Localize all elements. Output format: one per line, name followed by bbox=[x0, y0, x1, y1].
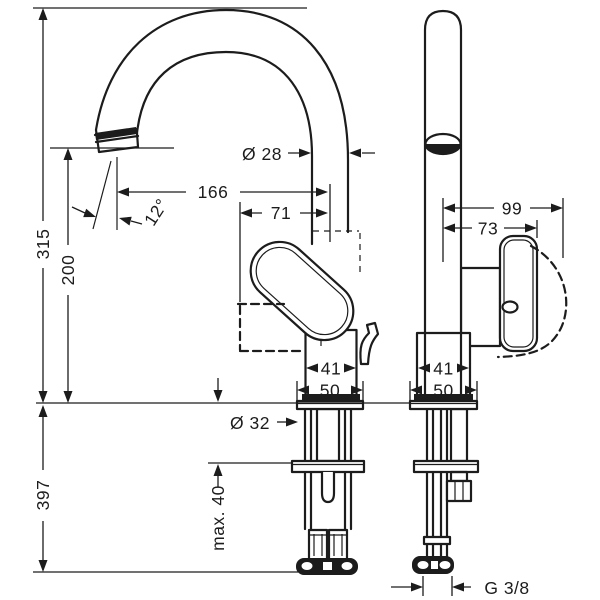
dimension-front-50-label: 50 bbox=[433, 381, 453, 401]
dimension-166: 166 bbox=[117, 182, 331, 242]
supply-pipe-lines bbox=[425, 407, 449, 558]
spout-opening-shadow bbox=[425, 144, 461, 154]
dimension-side-50: 50 bbox=[296, 381, 364, 401]
handle-front-inner-line bbox=[503, 239, 534, 348]
handle-motion-range-dashed bbox=[236, 302, 302, 353]
hose-band bbox=[422, 535, 452, 546]
deck-surface-arrow bbox=[213, 378, 223, 402]
spout-body-fill bbox=[96, 10, 348, 240]
dimension-side-41-label: 41 bbox=[321, 359, 341, 379]
front-view bbox=[408, 9, 568, 574]
mounting-screw bbox=[320, 470, 336, 504]
dimension-71-label: 71 bbox=[271, 203, 291, 223]
dimension-side-50-label: 50 bbox=[320, 381, 340, 401]
pop-up-rod-lever bbox=[359, 321, 380, 366]
dimension-dia28: Ø 28 bbox=[242, 144, 375, 164]
spout-inner-edge bbox=[135, 50, 314, 246]
threaded-rod-lower bbox=[449, 470, 469, 483]
dimension-angle12-label: 12° bbox=[140, 195, 172, 229]
spout-outer-edge bbox=[94, 8, 350, 234]
dimension-73: 73 bbox=[443, 219, 538, 239]
dimension-397: 397 bbox=[33, 405, 53, 572]
mounting-washer-plate bbox=[290, 459, 366, 474]
dimension-max40: max. 40 bbox=[208, 464, 228, 551]
dimension-315-label: 315 bbox=[33, 229, 53, 260]
dimension-73-label: 73 bbox=[478, 219, 498, 239]
hose-end-opening bbox=[341, 562, 353, 570]
dimension-315: 315 bbox=[33, 8, 53, 403]
dimension-dia32: Ø 32 bbox=[230, 413, 298, 433]
dimension-dia28-label: Ø 28 bbox=[242, 144, 282, 164]
rod-nut-lines bbox=[454, 481, 464, 501]
hose-end-opening bbox=[301, 562, 313, 570]
spout-column bbox=[423, 9, 463, 335]
threaded-rod bbox=[449, 407, 469, 463]
dimension-200-label: 200 bbox=[58, 255, 78, 286]
handle-outline bbox=[249, 240, 355, 342]
dimension-99-label: 99 bbox=[502, 199, 522, 219]
swivel-spout bbox=[93, 8, 350, 246]
base-plate bbox=[408, 399, 479, 411]
base-plate bbox=[295, 399, 365, 411]
handle-hole bbox=[501, 300, 519, 314]
front-mounting-hardware bbox=[412, 407, 480, 574]
dimension-166-label: 166 bbox=[198, 182, 229, 202]
dimension-max40-label: max. 40 bbox=[208, 485, 228, 551]
hose-end-opening bbox=[417, 561, 429, 569]
dimension-front-41: 41 bbox=[418, 359, 469, 379]
threaded-rod bbox=[315, 407, 341, 463]
dimension-front-50: 50 bbox=[409, 381, 478, 401]
column-lower-lines bbox=[423, 331, 463, 398]
handle-front bbox=[498, 234, 539, 353]
base-ring bbox=[302, 394, 360, 401]
handle-motion-range-dashed bbox=[496, 244, 568, 359]
dimension-71: 71 bbox=[239, 202, 328, 302]
side-mounting-hardware bbox=[290, 407, 366, 575]
handle-inner-line bbox=[255, 246, 349, 336]
dimension-g38-label: G 3/8 bbox=[484, 578, 529, 598]
hose-end-gap bbox=[323, 562, 332, 570]
dimension-99: 99 bbox=[442, 198, 564, 262]
reference-lines bbox=[33, 7, 410, 573]
dimension-397-label: 397 bbox=[33, 480, 53, 511]
dimension-side-41: 41 bbox=[306, 359, 356, 379]
dimension-200: 200 bbox=[58, 148, 78, 403]
rod-nut bbox=[445, 479, 473, 503]
dimension-front-41-label: 41 bbox=[433, 359, 453, 379]
base-ring bbox=[414, 394, 473, 401]
mounting-washer-plate bbox=[412, 459, 480, 474]
dimension-g38: G 3/8 bbox=[391, 576, 529, 598]
lever-handle bbox=[249, 240, 355, 342]
hose-end-opening bbox=[439, 561, 451, 569]
side-view bbox=[93, 8, 380, 575]
dimension-dia32-label: Ø 32 bbox=[230, 413, 270, 433]
hose-end-gap bbox=[431, 561, 438, 569]
connector-slots bbox=[309, 534, 347, 556]
spout-nozzle bbox=[93, 127, 140, 154]
